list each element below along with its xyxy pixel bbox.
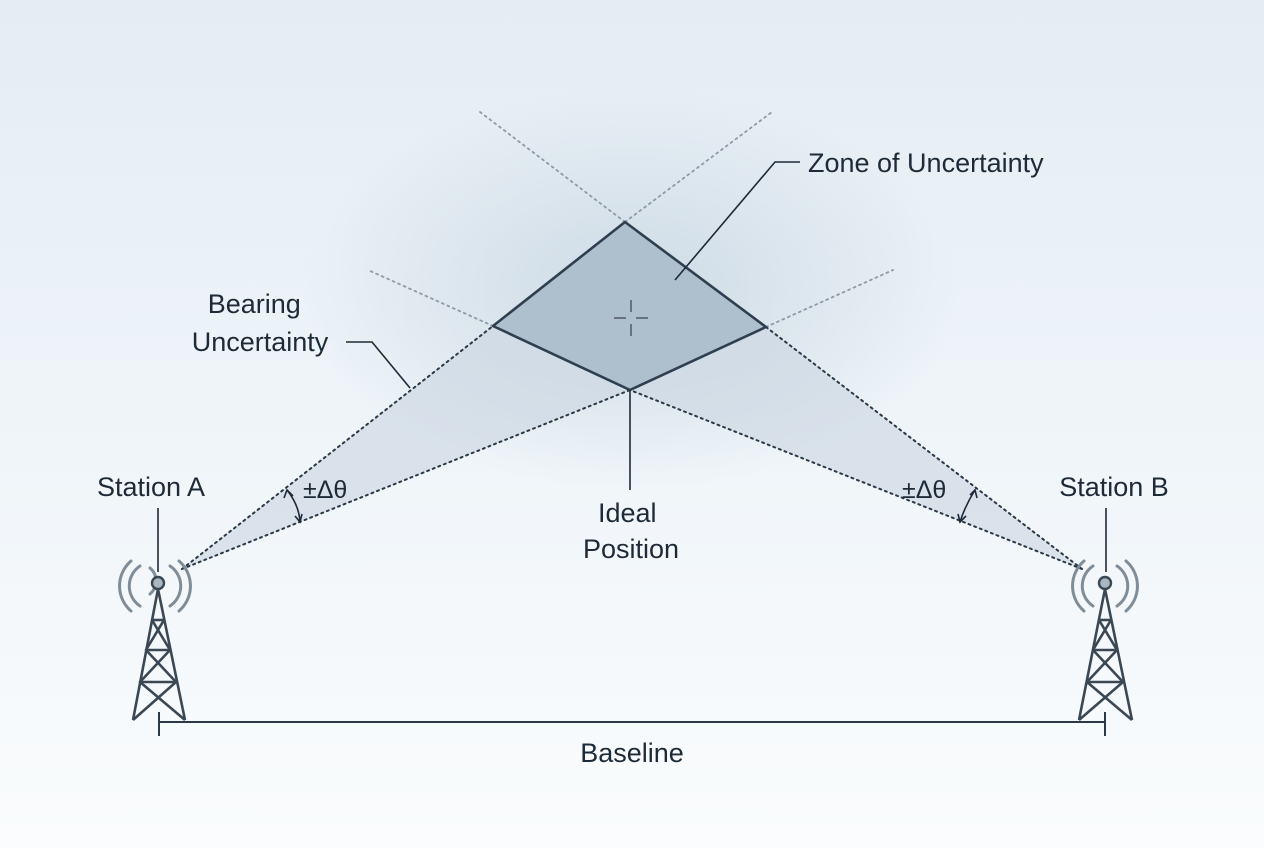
bearing-lines <box>181 325 1083 570</box>
baseline-label: Baseline <box>580 738 684 768</box>
crosshair-icon <box>614 300 648 336</box>
baseline-dimension <box>158 712 1106 736</box>
ideal-position-label: Ideal Position <box>583 498 679 564</box>
bearing-leader <box>346 341 411 389</box>
radio-tower-icon <box>1071 559 1139 721</box>
zone-leader <box>674 161 800 281</box>
radio-tower-icon <box>118 559 192 721</box>
zone-label: Zone of Uncertainty <box>808 148 1044 178</box>
station-b-label: Station B <box>1059 472 1169 502</box>
signal-waves-icon <box>1071 559 1139 613</box>
bearing-uncertainty-label: Bearing Uncertainty <box>192 289 329 357</box>
bearing-wedge-b <box>630 327 1082 569</box>
bearing-wedge-a <box>182 326 630 569</box>
delta-theta-a: ±Δθ <box>303 476 347 504</box>
double-arrow-icon <box>957 488 978 524</box>
bearing-extensions <box>367 111 894 328</box>
signal-waves-icon <box>118 559 192 613</box>
station-a-label: Station A <box>97 472 205 502</box>
double-arrow-icon <box>283 488 303 524</box>
delta-theta-b: ±Δθ <box>902 476 946 504</box>
